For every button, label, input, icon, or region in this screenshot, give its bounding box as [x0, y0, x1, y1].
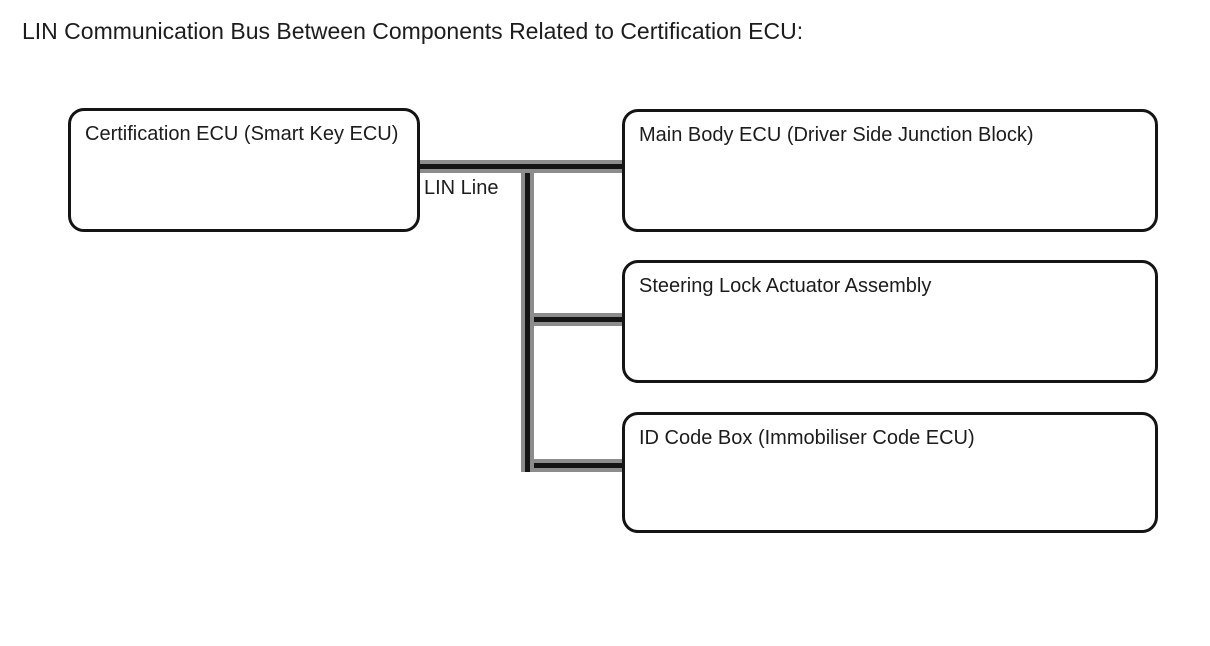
node-certification-ecu-label: Certification ECU (Smart Key ECU) [85, 123, 399, 145]
bus-line-branch-id-code-box [523, 459, 622, 472]
node-steering-lock-actuator: Steering Lock Actuator Assembly [622, 260, 1158, 383]
node-id-code-box-label: ID Code Box (Immobiliser Code ECU) [639, 427, 975, 449]
node-steering-lock-actuator-label: Steering Lock Actuator Assembly [639, 275, 932, 297]
node-certification-ecu: Certification ECU (Smart Key ECU) [68, 108, 420, 232]
bus-line-vertical-trunk [521, 160, 534, 472]
bus-line-branch-steering [523, 313, 622, 326]
bus-line-label: LIN Line [424, 177, 499, 199]
node-main-body-ecu-label: Main Body ECU (Driver Side Junction Bloc… [639, 124, 1034, 146]
node-main-body-ecu: Main Body ECU (Driver Side Junction Bloc… [622, 109, 1158, 232]
diagram-title: LIN Communication Bus Between Components… [22, 18, 804, 44]
bus-line-horizontal-top [420, 160, 622, 173]
node-id-code-box: ID Code Box (Immobiliser Code ECU) [622, 412, 1158, 533]
